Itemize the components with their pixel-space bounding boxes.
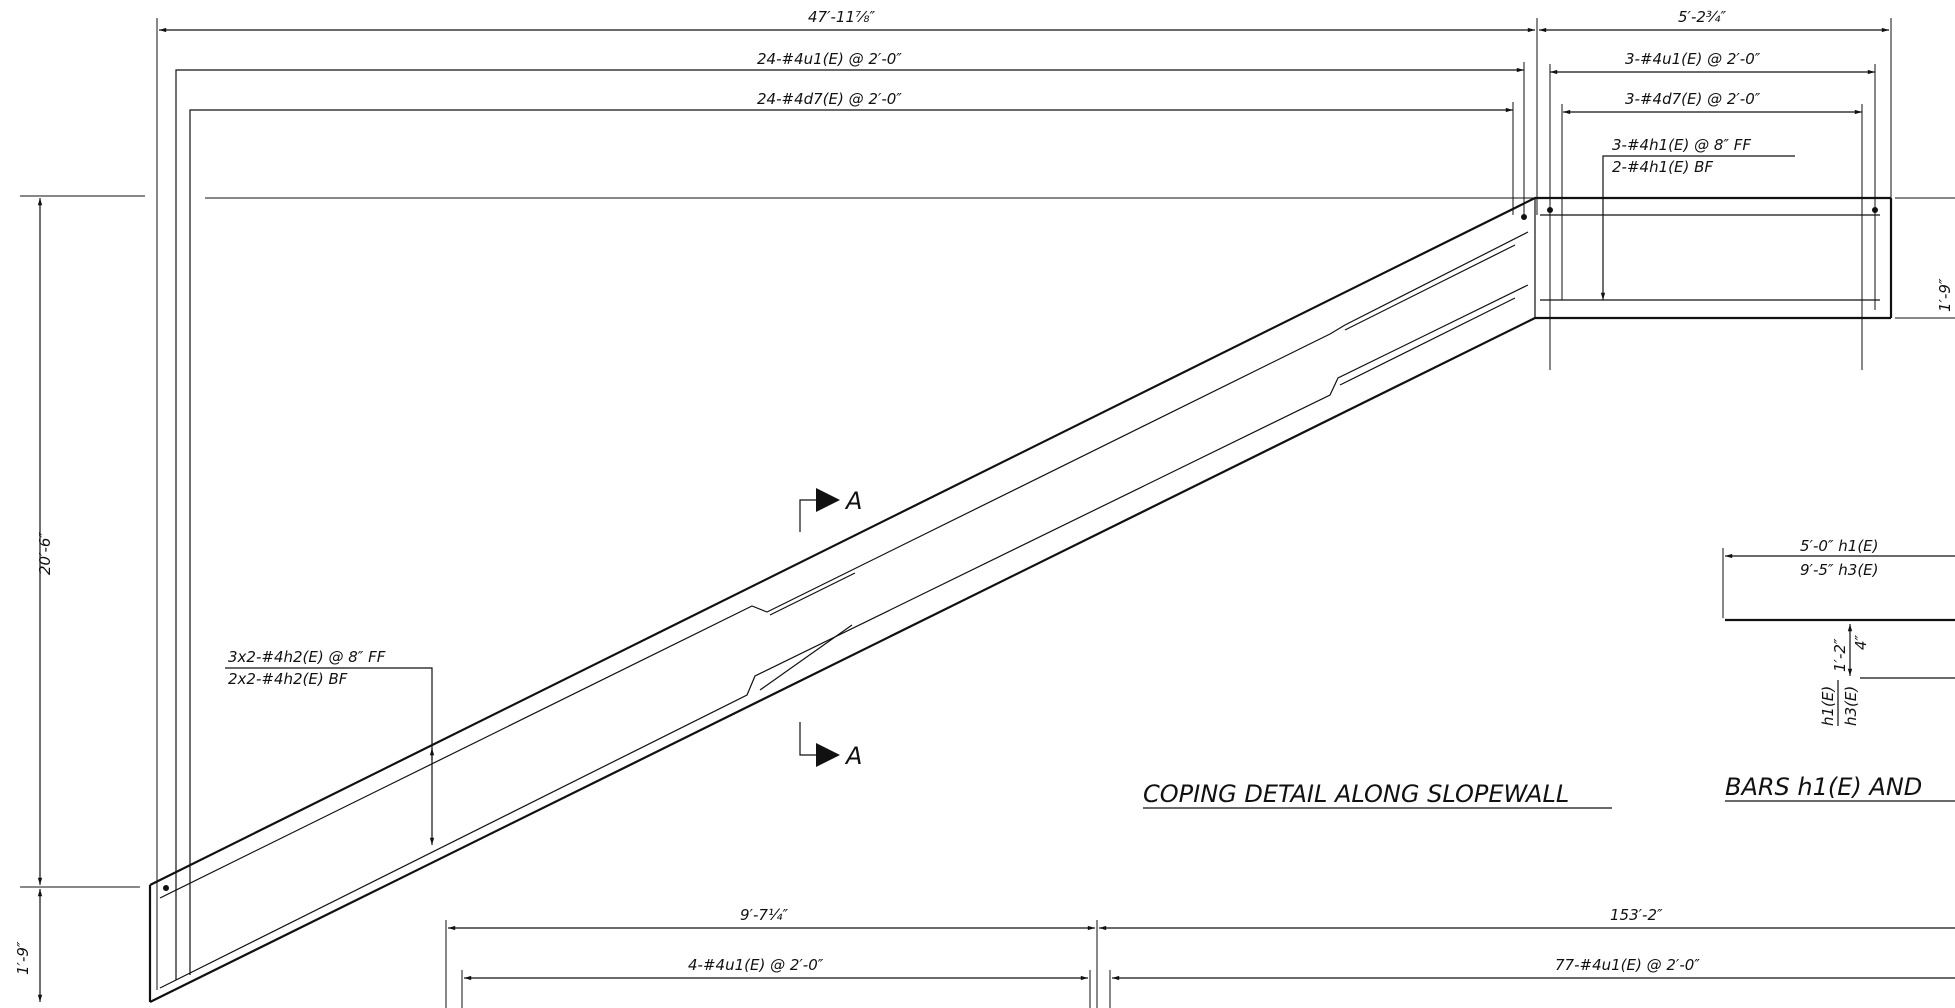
section-arrow-icon <box>816 488 840 512</box>
bar-lap-upper-2 <box>1344 244 1516 331</box>
bar-end-dot <box>1521 214 1527 220</box>
bars-h2-ff-text: 3x2-#4h2(E) @ 8″ FF <box>228 648 386 666</box>
h1-label-text: h1(E) <box>1819 686 1837 726</box>
coping-bottom-edge <box>149 316 1891 1003</box>
bars-d7-left-text: 24-#4d7(E) @ 2′-0″ <box>757 90 902 108</box>
coping-top-edge <box>149 196 1891 886</box>
section-arrow-icon <box>816 743 840 767</box>
bottom-dimensions: 9′-7¼″ 153′-2″ 4-#4u1(E) @ 2′-0″ 77-#4u1… <box>445 906 1955 1008</box>
section-mark-top: A <box>799 487 862 532</box>
bottom-right-dim-text: 153′-2″ <box>1610 906 1663 924</box>
bar-lap-lower-2 <box>1339 297 1516 386</box>
leader-h2 <box>225 667 435 845</box>
bar-lap-upper <box>769 572 856 616</box>
top-dimensions: 47′-11⅞″ 5′-2¾″ 24-#4u1(E) @ 2′-0″ 24-#4… <box>156 8 1892 990</box>
bars-title: BARS h1(E) AND <box>1725 773 1922 801</box>
bar-upper-segment <box>159 231 1529 899</box>
bar-end-dot <box>1547 207 1553 213</box>
bars-h1-ff-text: 3-#4h1(E) @ 8″ FF <box>1612 136 1751 154</box>
bottom-left-bars-text: 4-#4u1(E) @ 2′-0″ <box>688 956 824 974</box>
bars-h2-bf-text: 2x2-#4h2(E) BF <box>228 670 348 688</box>
left-height-text: 20′-6″ <box>36 532 54 575</box>
left-bottom-text: 1′-9″ <box>14 941 32 975</box>
bars-u1-left-text: 24-#4u1(E) @ 2′-0″ <box>757 50 902 68</box>
left-dimensions: 20′-6″ 1′-9″ <box>14 198 54 1002</box>
bar-h1-h3-detail: 5′-0″ h1(E) 9′-5″ h3(E) 1′-2″ 4″ h1(E) h… <box>1722 537 1955 726</box>
h3-length-text: 9′-5″ h3(E) <box>1800 561 1879 579</box>
h1-length-text: 5′-0″ h1(E) <box>1800 537 1879 555</box>
h-dim-1-text: 1′-2″ <box>1831 638 1849 672</box>
section-line <box>799 499 818 532</box>
bars-u1-right-text: 3-#4u1(E) @ 2′-0″ <box>1625 50 1761 68</box>
coping-outline <box>148 196 1893 1003</box>
bar-line-u1-left <box>175 67 1524 980</box>
coping-title: COPING DETAIL ALONG SLOPEWALL <box>1143 780 1569 808</box>
leader-h1 <box>1600 155 1795 300</box>
bar-lap-lower <box>759 624 853 691</box>
section-line <box>799 722 818 756</box>
bar-end-dot <box>1872 207 1878 213</box>
h3-label-text: h3(E) <box>1842 686 1860 726</box>
bottom-left-dim-text: 9′-7¼″ <box>740 906 788 924</box>
dim-right-text: 5′-2¾″ <box>1678 8 1726 26</box>
reinforcement <box>159 207 1880 989</box>
right-height-text: 1′-9″ <box>1936 278 1954 312</box>
h-dim-2-text: 4″ <box>1852 634 1870 650</box>
h2-leader: 3x2-#4h2(E) @ 8″ FF 2x2-#4h2(E) BF <box>225 648 435 845</box>
bar-lower-segment <box>159 284 1529 989</box>
dim-overall-text: 47′-11⅞″ <box>808 8 876 26</box>
coping-title-group: COPING DETAIL ALONG SLOPEWALL <box>1143 780 1612 809</box>
section-label-bottom: A <box>844 742 862 770</box>
bars-d7-right-text: 3-#4d7(E) @ 2′-0″ <box>1625 90 1761 108</box>
bars-h1-bf-text: 2-#4h1(E) BF <box>1612 158 1713 176</box>
bar-line-d7-left <box>189 107 1513 975</box>
bottom-right-bars-text: 77-#4u1(E) @ 2′-0″ <box>1555 956 1700 974</box>
reference-lines <box>20 195 1535 888</box>
section-mark-bottom: A <box>799 722 862 770</box>
section-label-top: A <box>844 487 862 515</box>
bar-end-dot <box>163 885 169 891</box>
bars-title-group: BARS h1(E) AND <box>1725 773 1955 802</box>
right-height-dimension: 1′-9″ <box>1895 197 1955 319</box>
